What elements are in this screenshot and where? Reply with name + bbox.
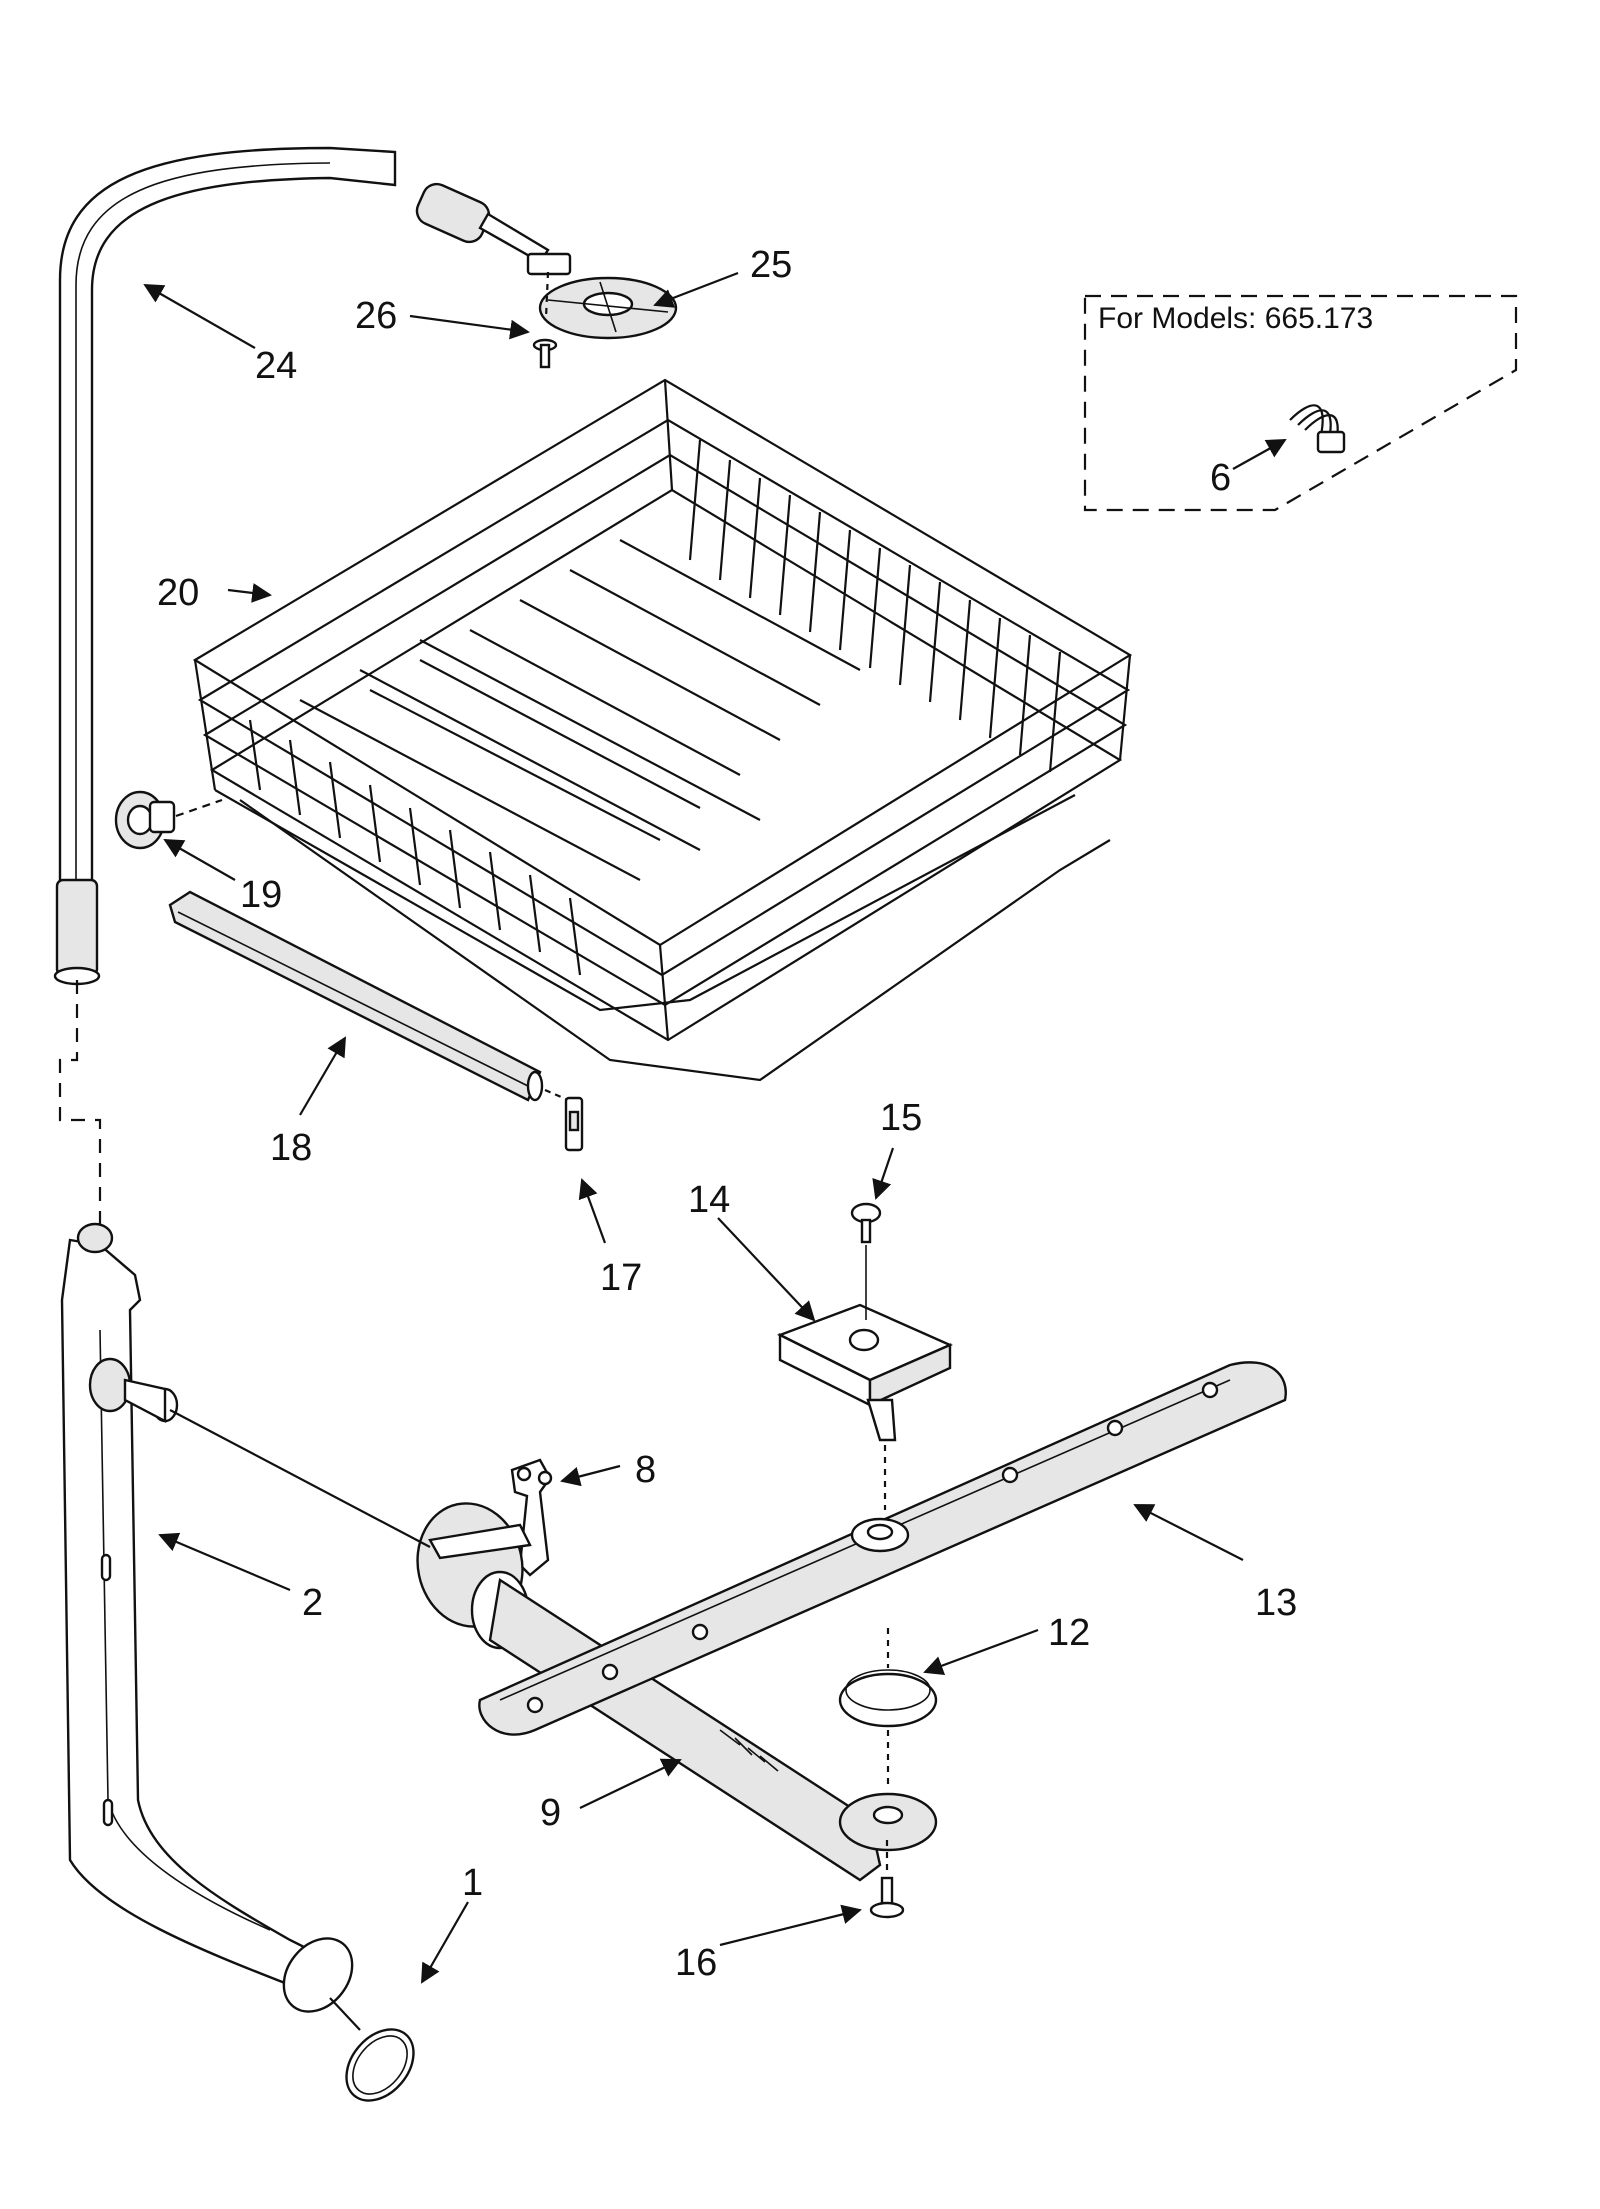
callout-25: 25	[750, 244, 792, 286]
gasket-part-1	[329, 1997, 415, 2102]
callout-8: 8	[635, 1449, 656, 1491]
screw-part-15	[850, 1202, 887, 1510]
rack-rail-part-18	[168, 890, 569, 1102]
screw-part-26	[532, 271, 558, 369]
callout-17: 17	[600, 1257, 642, 1299]
callout-16: 16	[675, 1942, 717, 1984]
mount-part-14	[777, 1303, 953, 1442]
model-note-box: For Models: 665.173	[1083, 294, 1518, 512]
callout-6: 6	[1210, 457, 1231, 499]
callout-14: 14	[688, 1179, 730, 1221]
callout-1: 1	[462, 1862, 483, 1904]
harness-part-6	[1289, 404, 1346, 454]
callout-19: 19	[240, 874, 282, 916]
callout-15: 15	[880, 1097, 922, 1139]
callout-24: 24	[255, 345, 297, 387]
rack-roller-part-19	[114, 790, 223, 850]
rail-stop-part-17	[564, 1096, 584, 1152]
screw-part-16	[869, 1840, 905, 1919]
ring-part-12	[838, 1628, 938, 1790]
callout-20: 20	[157, 572, 199, 614]
bracket-part-8	[510, 1458, 553, 1577]
leader-lines	[58, 271, 1287, 1984]
callout-labels: 24 25 26 20 19 18 17 14 15 6 8 2 13 12 9…	[157, 244, 1297, 1984]
spray-nozzle-part-25	[415, 182, 678, 340]
callout-2: 2	[302, 1582, 323, 1624]
supply-tube-part-24	[53, 146, 397, 986]
callout-13: 13	[1255, 1582, 1297, 1624]
manifold-part-2	[60, 1222, 354, 2013]
callout-18: 18	[270, 1127, 312, 1169]
callout-26: 26	[355, 295, 397, 337]
callout-9: 9	[540, 1792, 561, 1834]
upper-rack-part-20	[192, 378, 1133, 1082]
model-note-text: For Models: 665.173	[1098, 302, 1373, 335]
spray-arm-part-13	[478, 1361, 1287, 1736]
callout-12: 12	[1048, 1612, 1090, 1654]
